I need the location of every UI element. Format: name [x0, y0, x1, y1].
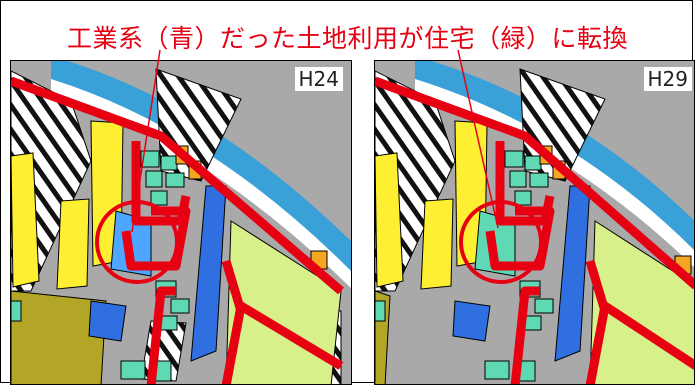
land-use-map-h24: [11, 61, 351, 384]
river: [51, 61, 351, 281]
year-label-h24: H24: [294, 67, 343, 91]
land-use-map-h29: [375, 61, 694, 384]
low-rise-block: [11, 152, 40, 288]
agricultural-block: [11, 290, 107, 384]
map-panel-h29: H29: [374, 60, 695, 385]
year-label-h29: H29: [643, 67, 692, 91]
low-rise-block: [375, 152, 404, 288]
map-panel-h24: H24: [10, 60, 352, 385]
highlight-circle: [459, 200, 543, 284]
map-caption: 工業系（青）だった土地利用が住宅（緑）に転換: [66, 24, 628, 53]
zone-boundaries: [375, 76, 694, 384]
open-land: [225, 220, 342, 384]
river: [415, 61, 694, 260]
